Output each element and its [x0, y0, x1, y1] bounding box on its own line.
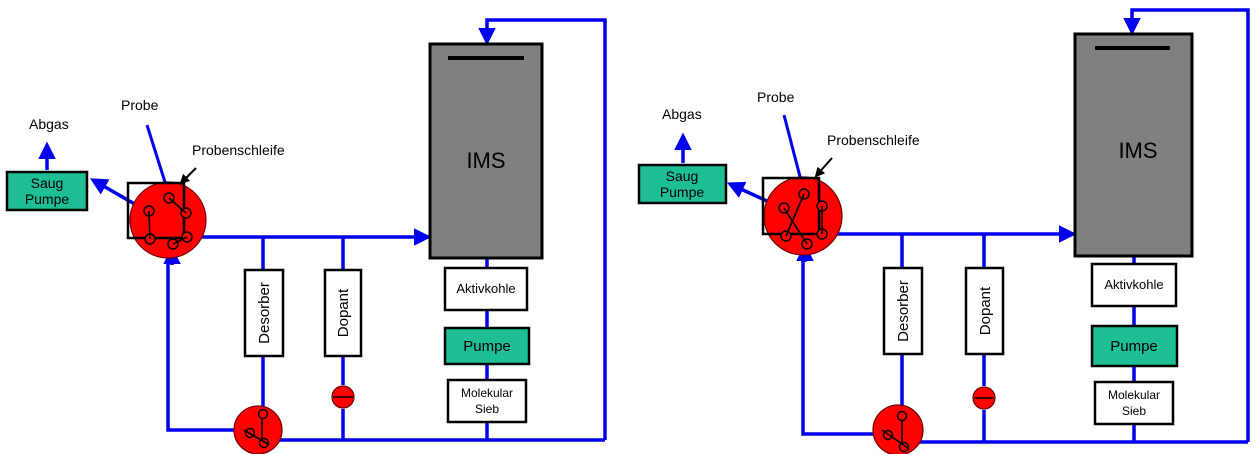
molekular-label: Molekular — [1108, 388, 1160, 402]
desorber-label: Desorber — [895, 280, 912, 342]
diagram-left: IMS Aktivkohle Pumpe Molekular Sieb Deso… — [5, 18, 607, 454]
ims-unit: IMS — [428, 42, 544, 260]
dopant-valve — [331, 385, 355, 409]
pumpe-small-label: Pumpe — [25, 191, 70, 207]
ims-unit: IMS — [1073, 32, 1194, 258]
probe-label: Probe — [757, 89, 795, 105]
bottom-valve — [872, 404, 924, 454]
molekularsieb: Molekular Sieb — [1093, 380, 1175, 426]
desorber: Desorber — [243, 268, 285, 358]
dopant-label: Dopant — [977, 286, 994, 335]
aktivkohle-filter: Aktivkohle — [443, 266, 529, 312]
probenschleife-label: Probenschleife — [192, 142, 285, 158]
abgas-label: Abgas — [29, 116, 69, 132]
dopant: Dopant — [323, 268, 363, 358]
sieb-label: Sieb — [475, 402, 499, 416]
dopant: Dopant — [964, 266, 1005, 356]
aktivkohle-filter: Aktivkohle — [1090, 262, 1178, 308]
six-port-valve — [761, 176, 843, 256]
desorber-label: Desorber — [256, 282, 273, 344]
pumpe: Pumpe — [1090, 324, 1179, 368]
saug-pumpe: Saug Pumpe — [637, 163, 728, 205]
aktivkohle-label: Aktivkohle — [456, 281, 515, 296]
saug-pumpe: Saug Pumpe — [5, 170, 89, 212]
saug-label: Saug — [31, 175, 64, 191]
sieb-label: Sieb — [1122, 404, 1146, 418]
saug-label: Saug — [666, 168, 699, 184]
desorber: Desorber — [882, 266, 924, 356]
abgas-label: Abgas — [662, 106, 702, 122]
pumpe-label: Pumpe — [463, 338, 511, 355]
dopant-label: Dopant — [335, 288, 352, 337]
probenschleife-label: Probenschleife — [827, 132, 920, 148]
diagram-right: IMS Aktivkohle Pumpe Molekular Sieb Deso… — [637, 8, 1250, 454]
probe-label: Probe — [121, 97, 159, 113]
pumpe: Pumpe — [443, 326, 531, 366]
ims-label: IMS — [466, 148, 505, 173]
ims-label: IMS — [1118, 138, 1157, 163]
pumpe-small-label: Pumpe — [660, 184, 705, 200]
dopant-valve — [972, 386, 996, 410]
molekularsieb: Molekular Sieb — [446, 378, 528, 424]
probenschleife-pointer — [814, 157, 833, 178]
six-port-valve — [126, 181, 207, 259]
bottom-valve — [233, 405, 283, 454]
probenschleife-pointer — [179, 167, 197, 185]
aktivkohle-label: Aktivkohle — [1104, 277, 1163, 292]
pumpe-label: Pumpe — [1110, 338, 1158, 355]
molekular-label: Molekular — [461, 386, 513, 400]
